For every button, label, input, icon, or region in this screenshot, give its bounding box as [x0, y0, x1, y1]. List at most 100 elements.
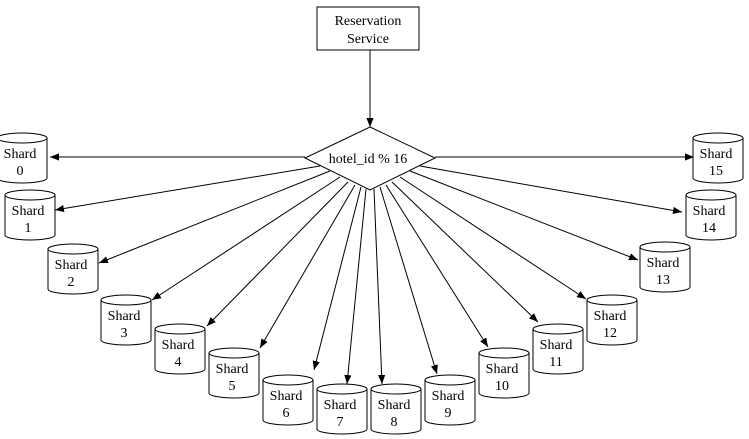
router-to-shard-6-arrow — [312, 186, 362, 371]
shard-15-cylinder-top — [692, 132, 744, 144]
router-to-shard-2-arrow — [98, 170, 331, 264]
shard-8-cylinder-top — [370, 383, 422, 395]
router-to-shard-11-arrow — [391, 181, 539, 323]
shard-12-index: 12 — [603, 326, 617, 341]
shard-3-cylinder-top — [100, 294, 152, 306]
shard-7-index: 7 — [337, 415, 344, 430]
shard-15-node: Shard 15 — [692, 132, 744, 184]
shard-2-index: 2 — [68, 275, 75, 290]
shard-6-cylinder-body — [262, 380, 314, 426]
shard-2-cylinder-top — [47, 243, 99, 255]
shard-14-node: Shard 14 — [685, 189, 737, 241]
shard-7-cylinder-top — [316, 383, 368, 395]
shard-14-index: 14 — [702, 221, 716, 236]
router-to-shard-12-arrow — [399, 176, 587, 300]
shard-1-node: Shard 1 — [4, 189, 56, 241]
shard-9-node: Shard 9 — [424, 374, 476, 426]
shard-1-label: Shard — [12, 204, 45, 219]
shard-14-cylinder-top — [685, 189, 737, 201]
shard-7-label: Shard — [324, 398, 357, 413]
shard-13-node: Shard 13 — [639, 241, 691, 293]
shard-1-cylinder-top — [4, 189, 56, 201]
shard-3-label: Shard — [108, 309, 141, 324]
shard-10-cylinder-top — [478, 347, 530, 359]
shard-14-label: Shard — [693, 204, 726, 219]
shard-8-index: 8 — [391, 415, 398, 430]
router-to-shard-4-arrow — [206, 181, 349, 327]
shard-10-index: 10 — [495, 379, 509, 394]
shard-7-cylinder-body — [316, 389, 368, 435]
shard-13-cylinder-body — [639, 247, 691, 293]
shard-13-cylinder-top — [639, 241, 691, 253]
router-to-shard-8-arrow — [373, 188, 386, 385]
reservation-service-node: Reservation Service — [316, 6, 420, 51]
shard-0-index: 0 — [17, 164, 24, 179]
shard-15-label: Shard — [700, 147, 733, 162]
shard-12-cylinder-top — [586, 294, 638, 306]
shard-7-node: Shard 7 — [316, 383, 368, 435]
router-to-shard-1-arrow — [54, 165, 321, 213]
shard-4-cylinder-body — [154, 329, 206, 375]
shard-3-cylinder-body — [100, 300, 152, 346]
shard-9-cylinder-top — [424, 374, 476, 386]
shard-0-cylinder-body — [0, 138, 48, 184]
shard-0-label: Shard — [4, 147, 37, 162]
shard-4-cylinder-top — [154, 323, 206, 335]
shard-9-cylinder-body — [424, 380, 476, 426]
router-to-shard-arrows — [50, 153, 694, 385]
shard-13-index: 13 — [656, 273, 670, 288]
shard-11-cylinder-body — [532, 329, 584, 375]
reservation-service-label-line1: Reservation — [335, 14, 402, 29]
shard-1-index: 1 — [25, 221, 32, 236]
shard-9-index: 9 — [445, 406, 452, 421]
router-to-shard-3-arrow — [151, 176, 341, 301]
router-to-shard-10-arrow — [385, 184, 489, 348]
shard-10-label: Shard — [486, 362, 519, 377]
router-to-shard-7-arrow — [344, 188, 367, 385]
shard-2-label: Shard — [55, 258, 88, 273]
shard-5-cylinder-top — [208, 347, 260, 359]
shard-5-cylinder-body — [208, 353, 260, 399]
shard-0-cylinder-top — [0, 132, 48, 144]
router-to-shard-5-arrow — [259, 184, 356, 349]
shard-11-cylinder-top — [532, 323, 584, 335]
shard-4-label: Shard — [162, 338, 195, 353]
shard-1-cylinder-body — [4, 195, 56, 241]
shard-14-cylinder-body — [685, 195, 737, 241]
router-to-shard-9-arrow — [379, 186, 438, 375]
shard-10-node: Shard 10 — [478, 347, 530, 399]
shard-5-label: Shard — [216, 362, 249, 377]
shard-15-index: 15 — [709, 164, 723, 179]
shard-12-label: Shard — [594, 309, 627, 324]
reservation-service-label-line2: Service — [347, 32, 389, 47]
shard-8-node: Shard 8 — [370, 383, 422, 435]
router-to-shard-13-arrow — [409, 170, 639, 261]
shard-6-node: Shard 6 — [262, 374, 314, 426]
shard-11-index: 11 — [549, 355, 562, 370]
shard-10-cylinder-body — [478, 353, 530, 399]
shard-11-label: Shard — [540, 338, 573, 353]
shard-12-cylinder-body — [586, 300, 638, 346]
shard-9-label: Shard — [432, 389, 465, 404]
shard-4-node: Shard 4 — [154, 323, 206, 375]
shard-11-node: Shard 11 — [532, 323, 584, 375]
shard-5-node: Shard 5 — [208, 347, 260, 399]
shard-3-index: 3 — [121, 326, 128, 341]
shard-2-node: Shard 2 — [47, 243, 99, 295]
shard-4-index: 4 — [175, 355, 182, 370]
shard-8-label: Shard — [378, 398, 411, 413]
shard-13-label: Shard — [647, 256, 680, 271]
shard-6-cylinder-top — [262, 374, 314, 386]
shard-15-cylinder-body — [692, 138, 744, 184]
router-to-shard-14-arrow — [419, 165, 683, 214]
shard-6-label: Shard — [270, 389, 303, 404]
shard-2-cylinder-body — [47, 249, 99, 295]
shard-12-node: Shard 12 — [586, 294, 638, 346]
hash-router-label: hotel_id % 16 — [329, 152, 408, 167]
shard-5-index: 5 — [229, 379, 236, 394]
shard-8-cylinder-body — [370, 389, 422, 435]
shard-6-index: 6 — [283, 406, 290, 421]
hash-router-node: hotel_id % 16 — [303, 126, 437, 191]
